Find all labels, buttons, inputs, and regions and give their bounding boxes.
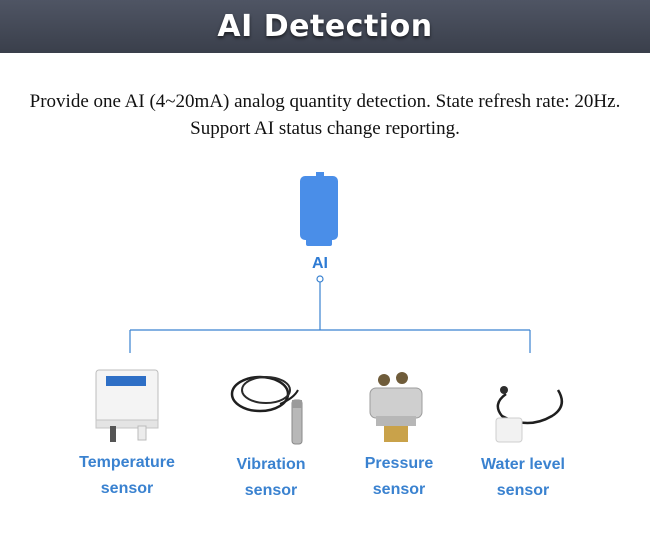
connector-node <box>316 275 324 283</box>
temperature-sensor-image <box>95 369 159 442</box>
sensor-label-line: Water level <box>481 456 565 473</box>
pressure-sensor-image <box>369 372 423 442</box>
ai-port-icon <box>300 172 338 246</box>
sensor-label-temperature: Temperature sensor <box>62 450 192 502</box>
sensor-label-line: sensor <box>244 482 298 499</box>
water-level-sensor-image <box>495 386 564 443</box>
sensor-label-line: Vibration <box>236 456 306 473</box>
page-header: AI Detection <box>0 0 650 53</box>
ai-label: AI <box>312 255 328 272</box>
vibration-sensor-image <box>230 375 303 445</box>
sensor-label-pressure: Pressure sensor <box>334 451 464 503</box>
sensor-label-water-level: Water level sensor <box>458 452 588 504</box>
description-text: Provide one AI (4~20mA) analog quantity … <box>29 91 621 139</box>
sensor-label-line: sensor <box>496 482 550 499</box>
page-title: AI Detection <box>217 9 433 44</box>
sensor-label-line: sensor <box>100 480 154 497</box>
sensor-label-vibration: Vibration sensor <box>206 452 336 504</box>
sensor-label-line: sensor <box>372 481 426 498</box>
sensor-label-line: Temperature <box>79 454 175 471</box>
sensor-label-line: Pressure <box>364 455 434 472</box>
